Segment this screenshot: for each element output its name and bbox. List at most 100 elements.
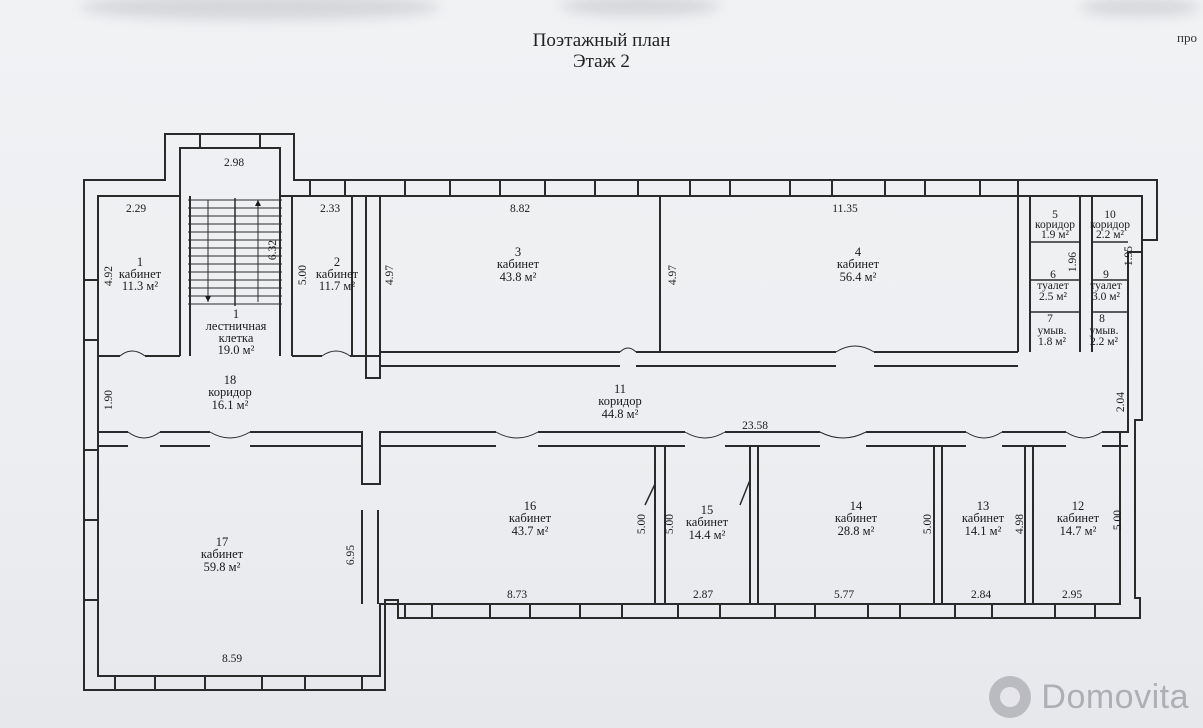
stair-name-2: клетка <box>219 331 254 345</box>
dim-label: 8.59 <box>222 653 242 665</box>
room-18-number: 18 <box>224 373 237 387</box>
room-18-name: коридор <box>208 385 252 399</box>
dim-label: 11.35 <box>832 203 858 215</box>
dim-label: 1.96 <box>1067 252 1079 272</box>
floor-label: Этаж 2 <box>573 51 630 72</box>
room-12-name: кабинет <box>1057 511 1100 525</box>
stair-area: 19.0 м² <box>218 343 255 357</box>
room-15-name: кабинет <box>686 515 729 529</box>
room-2-area: 11.7 м² <box>319 279 355 293</box>
room-17-area: 59.8 м² <box>204 560 241 574</box>
dim-label: 5.77 <box>834 589 854 601</box>
room-14-area: 28.8 м² <box>838 524 875 538</box>
room-8-number: 8 <box>1099 313 1105 325</box>
room-5-number: 5 <box>1052 209 1058 221</box>
room-11-area: 44.8 м² <box>602 407 639 421</box>
room-9-area: 3.0 м² <box>1092 291 1121 303</box>
room-11-name: коридор <box>598 394 642 408</box>
domovita-logo-icon <box>989 676 1032 718</box>
room-8-area: 2.2 м² <box>1090 336 1119 348</box>
dim-label: 23.58 <box>742 420 768 432</box>
room-14-name: кабинет <box>835 511 878 525</box>
dim-label: 8.82 <box>510 203 530 215</box>
room-3-area: 43.8 м² <box>500 270 537 284</box>
dim-label: 4.92 <box>103 266 115 286</box>
dim-label: 5.00 <box>922 514 934 534</box>
room-18-area: 16.1 м² <box>212 398 249 412</box>
room-4-number: 4 <box>855 245 862 259</box>
room-7-number: 7 <box>1047 313 1053 325</box>
stair-number: 1 <box>233 307 239 321</box>
room-7-area: 1.8 м² <box>1038 336 1067 348</box>
room-15-area: 14.4 м² <box>689 528 726 542</box>
dim-label: 4.98 <box>1014 514 1026 534</box>
dim-label: 5.00 <box>664 514 676 534</box>
room-1-name: кабинет <box>119 267 162 281</box>
room-2-name: кабинет <box>316 267 359 281</box>
room-4-area: 56.4 м² <box>840 270 877 284</box>
room-6-name: туалет <box>1037 280 1069 292</box>
dim-label: 5.00 <box>636 514 648 534</box>
scan-smudge <box>1080 0 1200 16</box>
room-16-area: 43.7 м² <box>512 524 549 538</box>
dim-label: 1.95 <box>1123 246 1135 266</box>
dim-label: 2.29 <box>126 203 146 215</box>
room-12-area: 14.7 м² <box>1060 524 1097 538</box>
room-14-number: 14 <box>850 499 863 513</box>
walls <box>83 133 1158 691</box>
room-13-number: 13 <box>977 499 990 513</box>
room-3-number: 3 <box>515 245 521 259</box>
room-6-area: 2.5 м² <box>1039 291 1068 303</box>
room-13-name: кабинет <box>962 511 1005 525</box>
room-17-number: 17 <box>216 535 229 549</box>
dim-label: 2.33 <box>320 203 340 215</box>
scan-smudge <box>80 0 440 20</box>
room-2-number: 2 <box>334 255 340 269</box>
room-1-area: 11.3 м² <box>122 279 158 293</box>
stair-name: лестничная <box>206 319 267 333</box>
room-5-area: 1.9 м² <box>1041 229 1070 241</box>
room-labels: 1 кабинет 11.3 м² 2 кабинет 11.7 м² 3 ка… <box>119 209 1130 574</box>
room-10-area: 2.2 м² <box>1096 229 1125 241</box>
room-5-name: коридор <box>1035 219 1075 231</box>
room-16-number: 16 <box>524 499 537 513</box>
cropped-corner-text: про <box>1177 30 1197 45</box>
room-17-name: кабинет <box>201 547 244 561</box>
room-12-number: 12 <box>1072 499 1085 513</box>
dim-label: 2.95 <box>1062 589 1082 601</box>
domovita-watermark: Domovita <box>989 674 1189 720</box>
dim-label: 1.90 <box>103 390 115 410</box>
room-8-name: умыв. <box>1090 325 1119 337</box>
dim-label: 8.73 <box>507 589 527 601</box>
plan-title: Поэтажный план <box>532 30 671 51</box>
dim-label: 6.32 <box>267 240 279 260</box>
room-1-number: 1 <box>137 255 143 269</box>
watermark-text: Domovita <box>1041 677 1189 716</box>
dimension-arrows <box>205 200 261 302</box>
dim-label: 2.84 <box>971 589 991 601</box>
dim-label: 2.87 <box>693 589 713 601</box>
dim-label: 5.00 <box>1112 510 1124 530</box>
dim-label: 2.98 <box>224 157 244 169</box>
room-4-name: кабинет <box>837 257 880 271</box>
room-10-name: коридор <box>1090 219 1130 231</box>
dimension-labels: 2.98 2.29 2.33 8.82 11.35 4.92 6.32 5.00… <box>103 157 1135 665</box>
room-3-name: кабинет <box>497 257 540 271</box>
room-15-number: 15 <box>701 503 714 517</box>
room-6-number: 6 <box>1050 269 1056 281</box>
room-9-name: туалет <box>1090 280 1122 292</box>
room-13-area: 14.1 м² <box>965 524 1002 538</box>
room-10-number: 10 <box>1104 209 1116 221</box>
room-11-number: 11 <box>614 382 626 396</box>
dim-label: 5.00 <box>297 265 309 285</box>
room-7-name: умыв. <box>1038 325 1067 337</box>
dim-label: 4.97 <box>667 265 679 285</box>
scan-smudge <box>560 0 720 16</box>
room-9-number: 9 <box>1103 269 1109 281</box>
room-16-name: кабинет <box>509 511 552 525</box>
dim-label: 2.04 <box>1115 392 1127 412</box>
dim-label: 6.95 <box>345 545 357 565</box>
dim-label: 4.97 <box>384 265 396 285</box>
